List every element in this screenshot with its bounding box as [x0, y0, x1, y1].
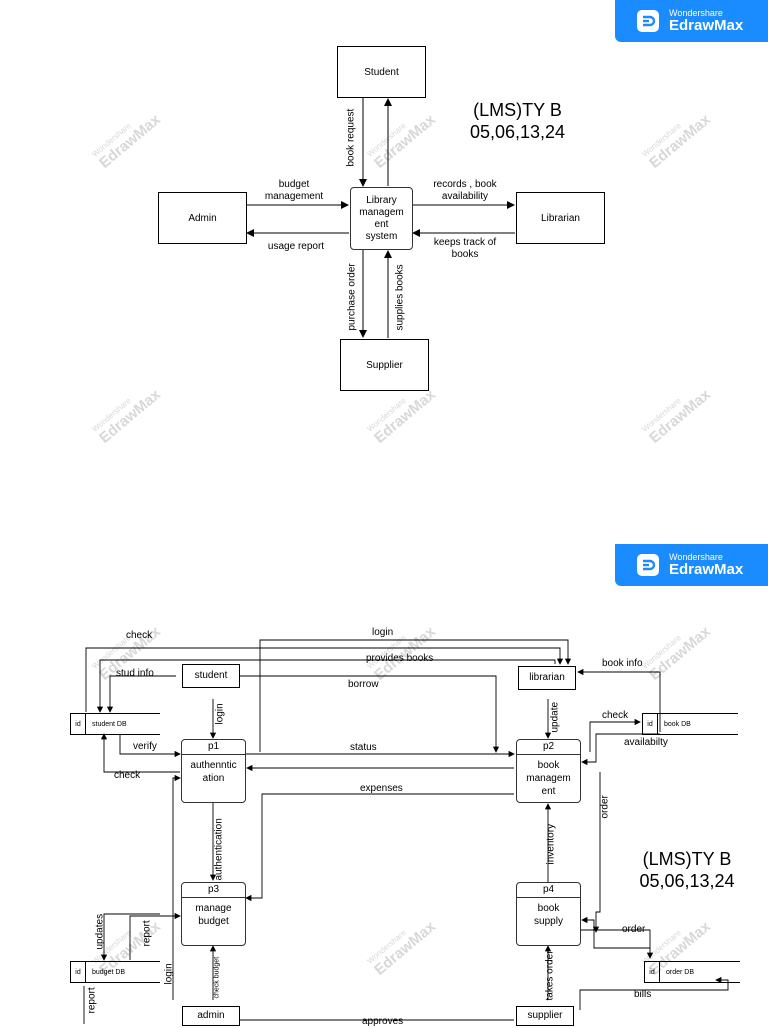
label-borrow: borrow: [348, 679, 379, 690]
entity-admin: admin: [179, 1003, 240, 1026]
entity-librarian: Librarian: [516, 192, 605, 244]
store-order-db: id order DB: [644, 961, 740, 983]
label-book-info: book info: [602, 658, 643, 669]
label-approves: approves: [362, 1016, 404, 1027]
label-check-top: check: [126, 630, 153, 641]
entity-admin: Admin: [158, 192, 247, 244]
brand-small: Wondershare: [669, 552, 723, 562]
brand-big: EdrawMax: [669, 17, 744, 34]
label-inventory: inventory: [545, 823, 557, 865]
label-authentication: authentication: [213, 818, 225, 881]
label-order-vertical: order: [599, 795, 611, 819]
label-report-bottom: report: [86, 987, 98, 1014]
label-availabilty: availabilty: [624, 737, 668, 748]
brand-big: EdrawMax: [669, 561, 744, 578]
edrawmax-badge: Wondershare EdrawMax: [615, 544, 768, 586]
label-stud-info: stud info: [116, 668, 154, 679]
label-updates: updates: [94, 913, 106, 950]
label-usage-report: usage report: [267, 241, 325, 252]
edrawmax-logo-icon: [637, 554, 659, 576]
store-student-db: id student DB: [70, 713, 160, 735]
level1-arrows: [83, 639, 729, 1024]
label-status: status: [350, 742, 377, 753]
entity-student: Student: [337, 46, 426, 98]
label-update: update: [549, 701, 561, 733]
label-provides-books: provides books: [366, 653, 434, 664]
entity-librarian: librarian: [515, 663, 576, 690]
label-login-top: login: [372, 627, 394, 638]
label-login-admin: login: [163, 963, 175, 985]
label-report: report: [141, 920, 153, 947]
label-login-student: login: [214, 703, 226, 725]
label-expenses: expenses: [360, 783, 403, 794]
store-budget-db: id budget DB: [70, 961, 160, 983]
context-arrows: [246, 97, 515, 338]
brand-small: Wondershare: [669, 8, 723, 18]
label-purchase-order: purchase order: [346, 263, 358, 331]
label-book-request: book request: [345, 108, 357, 167]
label-check-budget: check budget: [213, 956, 221, 999]
edrawmax-logo-icon: [637, 10, 659, 32]
entity-student: student: [179, 661, 240, 688]
process-library-management-system: Library managem ent system: [350, 187, 413, 250]
label-order: order: [622, 924, 646, 935]
label-supplies-books: supplies books: [394, 264, 406, 331]
label-check-book: check: [602, 710, 629, 721]
edrawmax-badge: Wondershare EdrawMax: [615, 0, 768, 42]
label-check-left: check: [114, 770, 141, 781]
label-bills: bills: [634, 989, 652, 1000]
entity-supplier: supplier: [513, 1003, 574, 1026]
store-book-db: id book DB: [642, 713, 738, 735]
label-verify: verify: [133, 741, 157, 752]
label-takes-order: takes order: [544, 950, 556, 1001]
entity-supplier: Supplier: [340, 339, 429, 391]
